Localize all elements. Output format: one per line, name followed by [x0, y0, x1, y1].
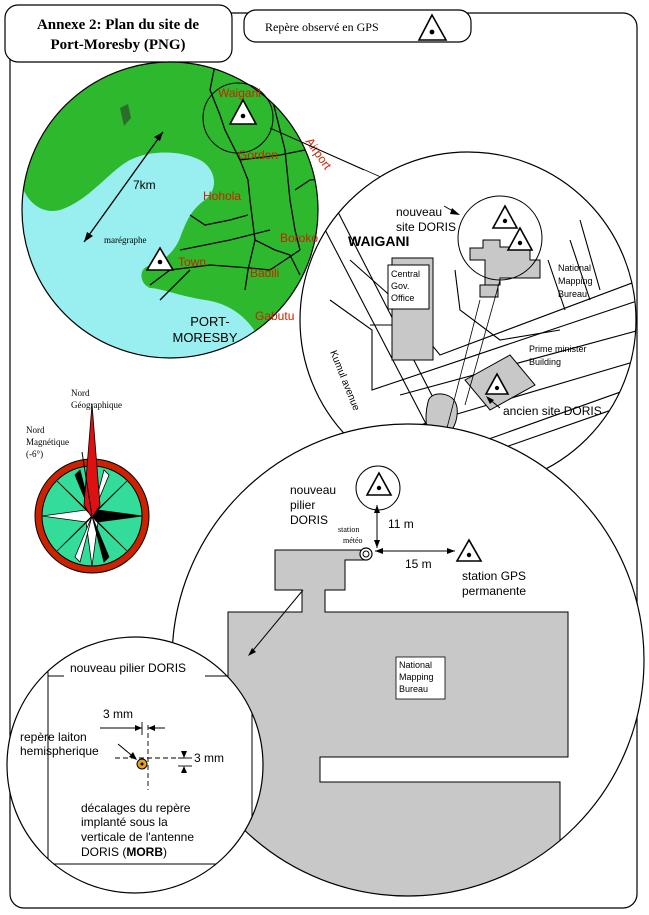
connector-line: [269, 127, 365, 171]
mag-north-line-1: Nord: [26, 425, 45, 435]
gps-marker-icon: [484, 372, 510, 395]
dim-11m: [374, 505, 380, 548]
tide-gauge-marker-icon: [145, 246, 175, 271]
waigani-map: Central Gov. Office WAIGANI nouveau site…: [299, 151, 637, 489]
brass-pointer-arrow: [117, 743, 137, 760]
offset-line-4: DORIS (MORB): [81, 845, 167, 859]
brass-line-2: hemispherique: [20, 744, 99, 758]
brass-marker-icon: [136, 758, 148, 770]
pillar-detail: nouveau pilier DORIS 3 mm 3 mm repère la…: [6, 636, 264, 894]
land: [22, 62, 318, 358]
pillar-line-3: DORIS: [290, 513, 328, 527]
city-name-line-1: PORT-: [190, 314, 230, 329]
gps-marker-icon: [455, 538, 483, 562]
gps-station-line-2: permanente: [462, 584, 526, 598]
place-gabutu: Gabutu: [255, 309, 294, 323]
pillar-line-2: pilier: [290, 498, 315, 512]
cgo-line-2: Gov.: [391, 281, 409, 291]
meteo-line-1: station: [338, 525, 359, 534]
bureau-line-3: Bureau: [399, 684, 428, 694]
scale-arrow: [83, 131, 164, 243]
title-line-1: Annexe 2: Plan du site de: [37, 17, 199, 33]
tide-gauge-label: marégraphe: [104, 235, 146, 245]
gps-marker-icon: [506, 226, 534, 251]
old-site-label: ancien site DORIS: [503, 404, 602, 418]
triangle-dot-icon: [417, 13, 448, 41]
scale-distance: 7km: [133, 178, 156, 192]
magnetic-north-line: [81, 451, 93, 517]
place-waigani: Waigani: [218, 86, 261, 100]
nmb-line-3: Bureau: [558, 289, 587, 299]
mm-vertical: 3 mm: [194, 751, 224, 765]
meteo-line-2: météo: [343, 536, 363, 545]
bureau-line-2: Mapping: [399, 672, 434, 682]
offset-line-2: implanté sous la: [81, 815, 168, 829]
place-hohola: Hohola: [203, 189, 241, 203]
gps-marker-icon: [365, 471, 393, 496]
pm-line-2: Building: [529, 357, 561, 367]
waigani-highlight-circle: [202, 82, 274, 154]
new-site-label-1: nouveau: [396, 205, 442, 219]
dist-11m: 11 m: [388, 517, 414, 531]
meteo-station-icon: [359, 547, 373, 561]
cgo-line-3: Office: [391, 293, 414, 303]
detail-connector-arrow: [248, 589, 304, 656]
island: [120, 104, 131, 126]
geo-north-line-2: Géographique: [71, 400, 122, 410]
mag-north-line-2: Magnétique: [26, 437, 69, 447]
bureau-label: National Mapping Bureau: [395, 656, 446, 700]
detail-title: nouveau pilier DORIS: [70, 661, 186, 675]
city-name-line-2: MORESBY: [172, 330, 237, 345]
pm-line-1: Prime minister: [529, 344, 587, 354]
connector-line: [464, 279, 501, 406]
nmb-line-2: Mapping: [558, 276, 593, 286]
place-badili: Badili: [250, 266, 279, 280]
place-town: Town: [178, 255, 206, 269]
mm-horizontal: 3 mm: [103, 707, 133, 721]
geo-north-line-1: Nord: [71, 388, 90, 398]
mag-north-line-3: (-6°): [26, 449, 43, 459]
gps-marker-icon: [228, 98, 258, 125]
new-site-arrow: [443, 205, 460, 215]
offset-line-1: décalages du repère: [81, 801, 191, 815]
roads: [149, 64, 318, 301]
district-label: WAIGANI: [348, 233, 409, 249]
title-line-2: Port-Moresby (PNG): [50, 37, 185, 53]
title-box: Annexe 2: Plan du site de Port-Moresby (…: [4, 4, 233, 63]
place-gordon: Gordon: [238, 148, 278, 162]
new-site-label-2: site DORIS: [396, 220, 456, 234]
dist-15m: 15 m: [405, 557, 432, 571]
pillar-line-1: nouveau: [290, 483, 336, 497]
site-plan: nouveau pilier DORIS 11 m 15 m station m…: [171, 423, 645, 897]
old-site-arrow: [486, 396, 501, 409]
bureau-line-1: National: [399, 660, 432, 670]
cgo-line-1: Central: [391, 269, 420, 279]
city-map: Waigani Gordon Airport Hohola Town Borok…: [21, 61, 335, 359]
place-boroko: Boroko: [280, 231, 318, 245]
gps-station-line-1: station GPS: [462, 569, 526, 583]
crosshair: [100, 722, 192, 790]
brass-line-1: repère laiton: [20, 730, 87, 744]
legend-box: Repère observé en GPS: [243, 9, 472, 43]
nmb-line-1: National: [558, 263, 591, 273]
gps-marker-icon: [491, 204, 519, 229]
legend-label: Repère observé en GPS: [265, 20, 379, 34]
bureau-building: [227, 549, 569, 896]
offset-line-3: verticale de l'antenne: [81, 830, 194, 844]
dim-15m: [375, 548, 455, 554]
compass-rose: [34, 403, 150, 574]
